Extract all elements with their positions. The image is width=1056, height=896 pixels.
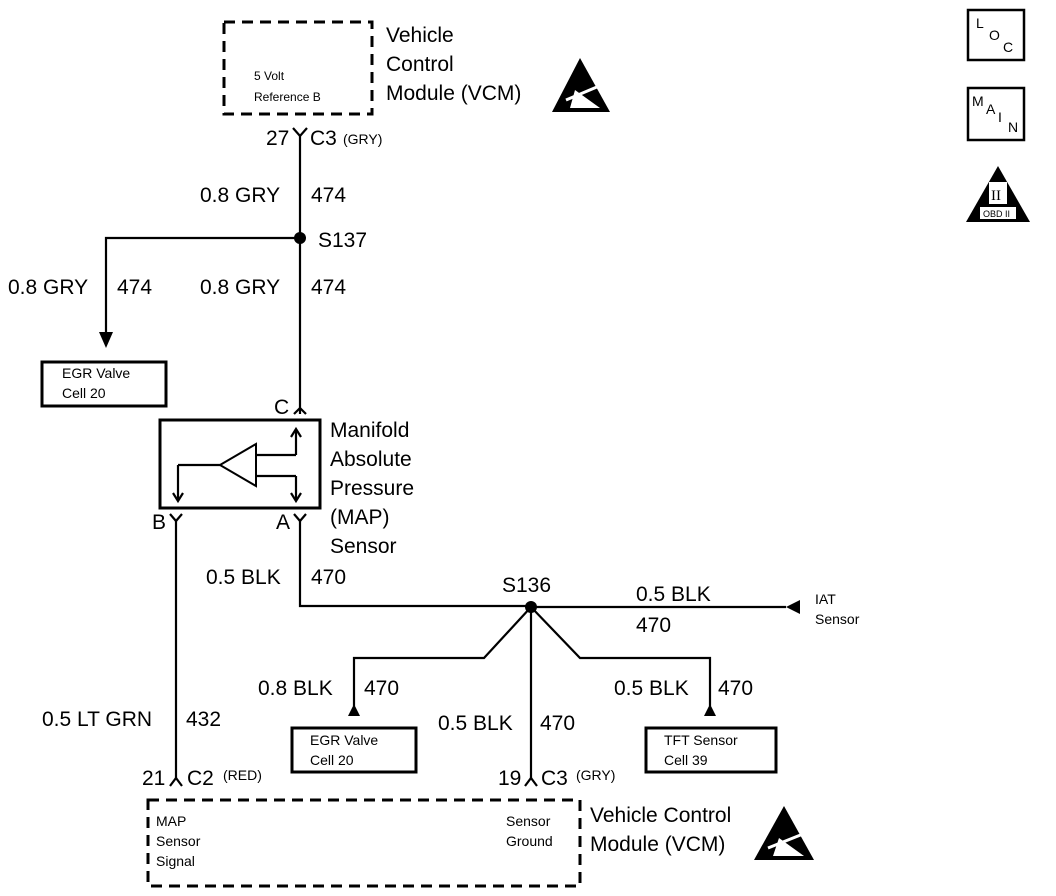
wire-iat-circuit: 470 <box>636 614 671 637</box>
splice-s137-label: S137 <box>318 229 367 252</box>
map-title-line-2: Absolute <box>330 448 412 471</box>
tft-sensor-box <box>644 726 778 774</box>
egr-valve-lower-line-2: Cell 20 <box>310 752 354 768</box>
c3-bottom-connector-symbol <box>524 776 538 787</box>
wire-474-egr-branch <box>104 236 300 332</box>
wire-left-circuit: 474 <box>117 276 152 299</box>
bottom-vcm-right-line-2: Ground <box>506 833 553 849</box>
tft-arrow <box>704 704 716 716</box>
map-pin-a-symbol <box>293 513 307 523</box>
wire-top-gauge: 0.8 GRY <box>200 184 280 207</box>
c3-bottom-pin: 19 <box>498 767 521 790</box>
wire-sensor-ground-circuit: 470 <box>311 566 346 589</box>
map-pin-b: B <box>152 511 166 534</box>
iat-sensor-line-1: IAT <box>815 591 836 607</box>
bottom-vcm-left-line-1: MAP <box>156 813 186 829</box>
map-pin-b-symbol <box>169 513 183 523</box>
wire-iat-gauge: 0.5 BLK <box>636 583 711 606</box>
wire-470-tft <box>530 606 712 706</box>
c3-bottom-connector: C3 <box>541 767 568 790</box>
obd-label: OBD II <box>983 209 1010 219</box>
wire-egr-low-gauge: 0.8 BLK <box>258 677 333 700</box>
wire-map-signal-circuit: 432 <box>186 708 221 731</box>
wire-center-circuit: 470 <box>540 712 575 735</box>
egr-valve-upper-line-2: Cell 20 <box>62 385 106 401</box>
obd-numeral: II <box>991 188 1001 204</box>
c2-bottom-connector: C2 <box>187 767 214 790</box>
bottom-vcm-title-line-2: Module (VCM) <box>590 833 725 856</box>
wire-top-circuit: 474 <box>311 184 346 207</box>
map-pin-a: A <box>276 511 290 534</box>
top-vcm-inner-line-1: 5 Volt <box>254 69 285 83</box>
map-sensor-box <box>158 418 322 510</box>
egr-valve-lower-line-1: EGR Valve <box>310 732 378 748</box>
bottom-vcm-left-line-2: Sensor <box>156 833 201 849</box>
loc-letter-2: O <box>989 27 1000 43</box>
esd-warning-icon <box>552 58 610 112</box>
egr-upper-arrow <box>99 332 113 348</box>
loc-letter-3: C <box>1003 39 1013 55</box>
c3-top-color: (GRY) <box>343 131 382 147</box>
wire-left-gauge: 0.8 GRY <box>8 276 88 299</box>
tft-sensor-line-1: TFT Sensor <box>664 732 738 748</box>
wire-470-sensor-ground <box>298 521 530 608</box>
map-pin-c-symbol <box>293 406 307 415</box>
egr-valve-upper-line-1: EGR Valve <box>62 365 130 381</box>
top-vcm-outline <box>222 20 374 116</box>
tft-sensor-line-2: Cell 39 <box>664 752 708 768</box>
loc-letter-1: L <box>976 15 984 31</box>
bottom-vcm-right-line-1: Sensor <box>506 813 551 829</box>
map-title-line-1: Manifold <box>330 419 409 442</box>
main-icon: M A I N <box>966 86 1026 142</box>
bottom-vcm-outline <box>146 798 582 888</box>
egr-valve-upper-box <box>40 360 168 408</box>
wire-sensor-ground-gauge: 0.5 BLK <box>206 566 281 589</box>
iat-arrow <box>786 600 800 614</box>
c3-top-connector-symbol <box>292 127 308 138</box>
c3-top-connector: C3 <box>310 127 337 150</box>
map-pin-c: C <box>274 396 289 419</box>
main-letter-4: N <box>1008 119 1018 135</box>
top-vcm-title-line-3: Module (VCM) <box>386 82 521 105</box>
map-sensor-internal-symbol <box>172 426 302 504</box>
iat-sensor-line-2: Sensor <box>815 611 860 627</box>
bottom-vcm-title-line-1: Vehicle Control <box>590 804 731 827</box>
wire-mid-circuit: 474 <box>311 276 346 299</box>
loc-icon: L O C <box>966 8 1026 62</box>
esd-warning-icon <box>754 806 814 860</box>
top-vcm-inner-line-2: Reference B <box>254 90 321 104</box>
obd-ii-icon: II OBD II <box>966 166 1030 222</box>
c2-bottom-pin: 21 <box>142 767 165 790</box>
wire-tft-circuit: 470 <box>718 677 753 700</box>
wire-mid-gauge: 0.8 GRY <box>200 276 280 299</box>
wire-470-egr-lower <box>352 606 532 706</box>
c3-bottom-color: (GRY) <box>576 767 615 783</box>
wire-center-gauge: 0.5 BLK <box>438 712 513 735</box>
top-vcm-title-line-2: Control <box>386 53 454 76</box>
wire-tft-gauge: 0.5 BLK <box>614 677 689 700</box>
map-title-line-5: Sensor <box>330 535 397 558</box>
splice-s136-label: S136 <box>502 574 551 597</box>
main-letter-3: I <box>998 109 1002 125</box>
bottom-vcm-left-line-3: Signal <box>156 853 195 869</box>
map-title-line-3: Pressure <box>330 477 414 500</box>
c2-bottom-connector-symbol <box>169 776 183 787</box>
wire-map-signal-gauge: 0.5 LT GRN <box>42 708 152 731</box>
egr-lower-arrow <box>348 704 360 716</box>
map-title-line-4: (MAP) <box>330 506 390 529</box>
c2-bottom-color: (RED) <box>223 767 262 783</box>
top-vcm-title-line-1: Vehicle <box>386 24 454 47</box>
main-letter-1: M <box>972 93 984 109</box>
egr-valve-lower-box <box>290 726 418 774</box>
wire-egr-low-circuit: 470 <box>364 677 399 700</box>
c3-top-pin: 27 <box>266 127 289 150</box>
main-letter-2: A <box>986 101 996 117</box>
